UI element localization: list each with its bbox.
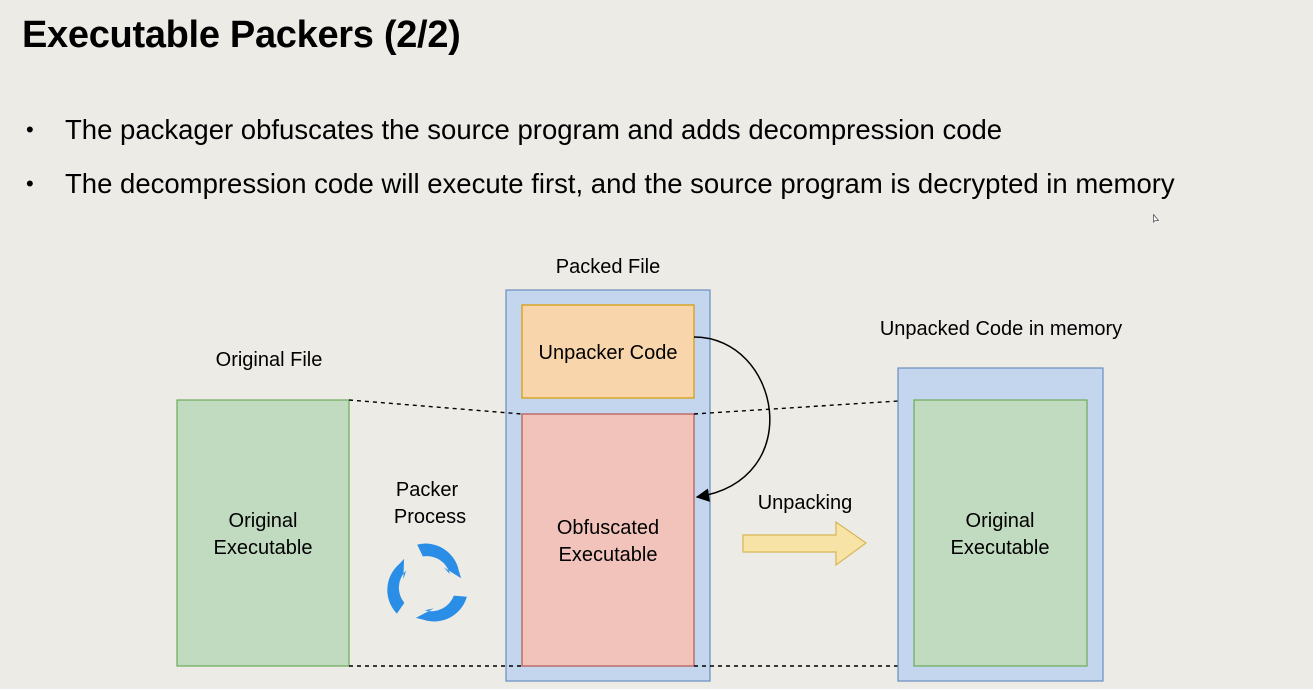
mouse-cursor-icon [1153,214,1159,223]
dashed-guide-lines [348,399,915,667]
dashed-line-top-left [348,399,523,415]
unpacking-label: Unpacking [758,492,853,514]
bullet-list: The packager obfuscates the source progr… [26,110,1175,218]
obfuscated-executable-box [521,413,695,667]
control-flow-arrow [693,336,771,502]
unpacker-code-label: Unpacker Code [539,342,678,364]
unpacked-executable-box [913,399,1088,667]
original-executable-label-line1: Original [229,510,298,532]
dashed-line-top-right [693,399,915,415]
right-arrow-icon [742,520,868,567]
obfuscated-executable-label-line1: Obfuscated [557,517,659,539]
original-executable-label-line2: Executable [214,537,313,559]
packer-process-label-line2: Process [394,506,466,528]
cycle-arrow [415,595,467,622]
unpacked-executable-label-line2: Executable [951,537,1050,559]
recycle-arrows-icon [387,543,467,622]
unpacker-code-box [521,304,695,399]
cycle-arrow [387,558,407,614]
unpacked-memory-caption: Unpacked Code in memory [880,318,1122,340]
original-file-caption: Original File [216,349,323,371]
packer-process-label-line1: Packer [396,479,459,501]
original-executable-box [176,399,350,667]
slide-title: Executable Packers (2/2) [22,14,461,56]
obfuscated-executable-label-line2: Executable [559,544,658,566]
bullet-item: The decompression code will execute firs… [26,164,1175,218]
unpacked-executable-label-line1: Original [966,510,1035,532]
bullet-item: The packager obfuscates the source progr… [26,110,1175,164]
cycle-arrow [417,543,462,579]
packed-file-caption: Packed File [556,256,661,278]
